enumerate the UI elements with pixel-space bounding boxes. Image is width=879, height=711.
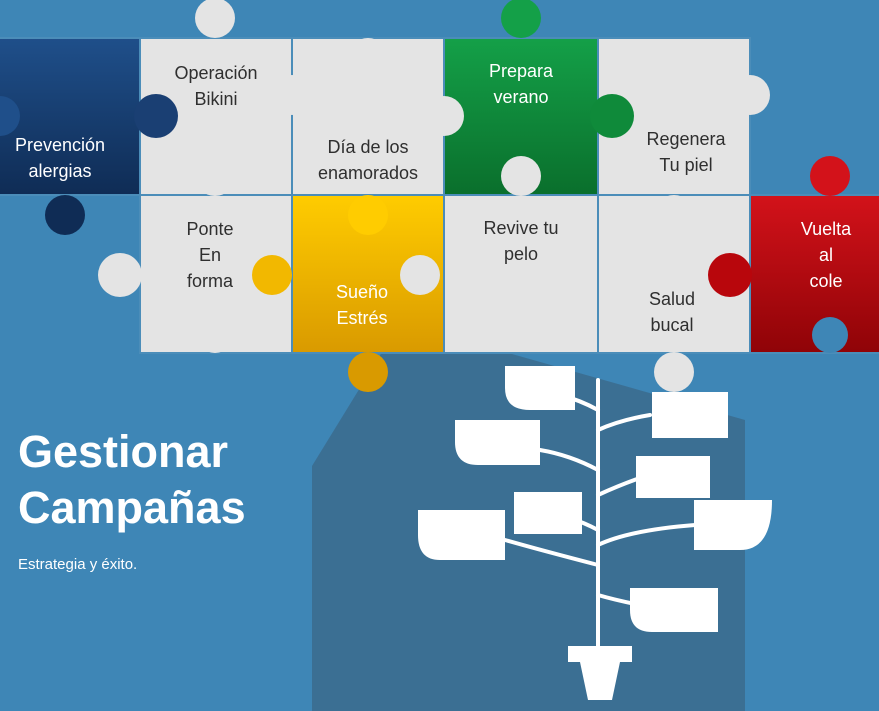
label-salud: Salud bucal	[648, 289, 696, 335]
label-enamorados: Día de los enamorados	[317, 137, 419, 183]
label-regenera: Regenera Tu piel	[646, 129, 726, 175]
headline-subtitle: Estrategia y éxito.	[18, 556, 138, 573]
headline-title: Gestionar Campañas	[18, 426, 246, 533]
label-prepara: Prepara verano	[488, 61, 554, 107]
label-ponte: Ponte En forma	[186, 219, 234, 291]
tree-plant-illustration	[418, 366, 772, 700]
label-vuelta: Vuelta al cole	[800, 219, 852, 291]
puzzle-knobs	[0, 0, 850, 392]
label-prevencion: Prevención alergias	[14, 135, 106, 181]
label-revive: Revive tu pelo	[483, 218, 559, 264]
piece-prevencion	[0, 37, 141, 196]
label-operacion: Operación Bikini	[174, 63, 258, 109]
label-sueno: Sueño Estrés	[335, 282, 389, 328]
